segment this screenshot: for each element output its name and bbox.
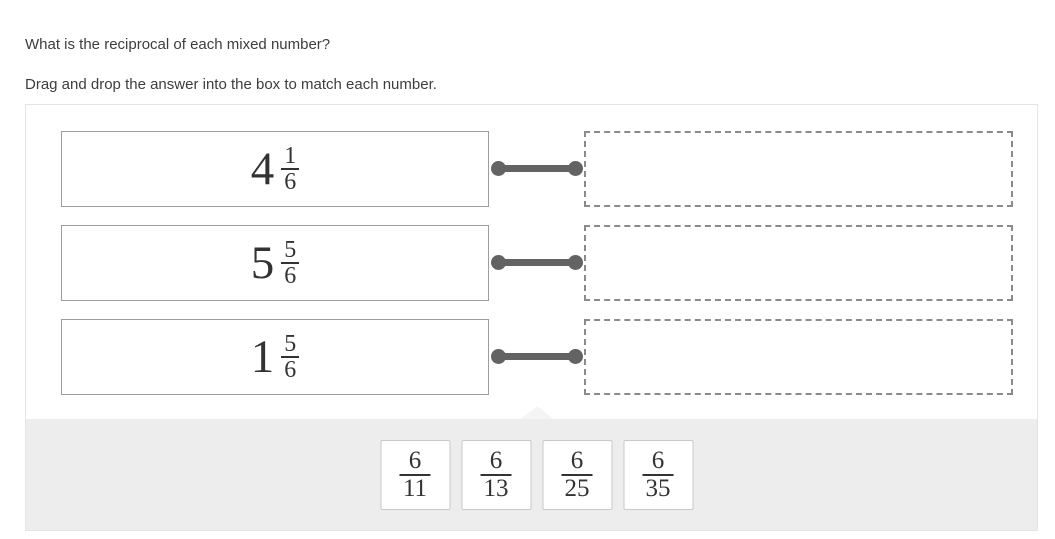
fraction: 5 6 bbox=[281, 331, 300, 383]
whole-number: 1 bbox=[250, 330, 275, 383]
question-text: What is the reciprocal of each mixed num… bbox=[25, 36, 331, 53]
connector-line-1 bbox=[491, 161, 583, 176]
answer-tiles-group: 6 11 6 13 6 25 bbox=[380, 419, 693, 530]
fraction: 5 6 bbox=[281, 237, 300, 289]
fraction-denominator: 6 bbox=[284, 357, 297, 383]
answer-tile-4[interactable]: 6 35 bbox=[623, 439, 693, 510]
whole-number: 4 bbox=[250, 142, 275, 195]
matching-panel: 4 1 6 5 5 6 bbox=[25, 104, 1038, 531]
fraction-denominator: 35 bbox=[645, 474, 671, 502]
fraction-denominator: 11 bbox=[402, 474, 428, 502]
answer-tile-1[interactable]: 6 11 bbox=[380, 439, 450, 510]
mixed-number-card-3: 1 5 6 bbox=[61, 319, 489, 395]
tray-arrow-icon bbox=[520, 406, 553, 419]
fraction-numerator: 1 bbox=[281, 143, 300, 170]
fraction-numerator: 6 bbox=[561, 448, 593, 476]
whole-number: 5 bbox=[250, 236, 275, 289]
answer-drop-zone-2[interactable] bbox=[584, 225, 1013, 301]
fraction-numerator: 6 bbox=[642, 448, 674, 476]
mixed-number-card-2: 5 5 6 bbox=[61, 225, 489, 301]
fraction-denominator: 13 bbox=[483, 474, 509, 502]
mixed-number-1: 4 1 6 bbox=[250, 142, 300, 195]
match-row-2: 5 5 6 bbox=[61, 225, 1013, 301]
fraction: 1 6 bbox=[281, 143, 300, 195]
fraction-denominator: 25 bbox=[564, 474, 590, 502]
answer-drop-zone-3[interactable] bbox=[584, 319, 1013, 395]
mixed-number-card-1: 4 1 6 bbox=[61, 131, 489, 207]
fraction-denominator: 6 bbox=[284, 169, 297, 195]
fraction: 6 13 bbox=[480, 448, 512, 502]
answer-tile-3[interactable]: 6 25 bbox=[542, 439, 612, 510]
match-row-1: 4 1 6 bbox=[61, 131, 1013, 207]
fraction-numerator: 6 bbox=[399, 448, 431, 476]
fraction-numerator: 5 bbox=[281, 331, 300, 358]
answer-tray: 6 11 6 13 6 25 bbox=[26, 406, 1037, 530]
fraction: 6 25 bbox=[561, 448, 593, 502]
answer-tile-2[interactable]: 6 13 bbox=[461, 439, 531, 510]
mixed-number-2: 5 5 6 bbox=[250, 236, 300, 289]
fraction: 6 35 bbox=[642, 448, 674, 502]
fraction: 6 11 bbox=[399, 448, 431, 502]
mixed-number-3: 1 5 6 bbox=[250, 330, 300, 383]
fraction-denominator: 6 bbox=[284, 263, 297, 289]
answer-drop-zone-1[interactable] bbox=[584, 131, 1013, 207]
connector-line-2 bbox=[491, 255, 583, 270]
connector-line-3 bbox=[491, 349, 583, 364]
fraction-numerator: 5 bbox=[281, 237, 300, 264]
directions-text: Drag and drop the answer into the box to… bbox=[25, 76, 437, 93]
match-row-3: 1 5 6 bbox=[61, 319, 1013, 395]
fraction-numerator: 6 bbox=[480, 448, 512, 476]
